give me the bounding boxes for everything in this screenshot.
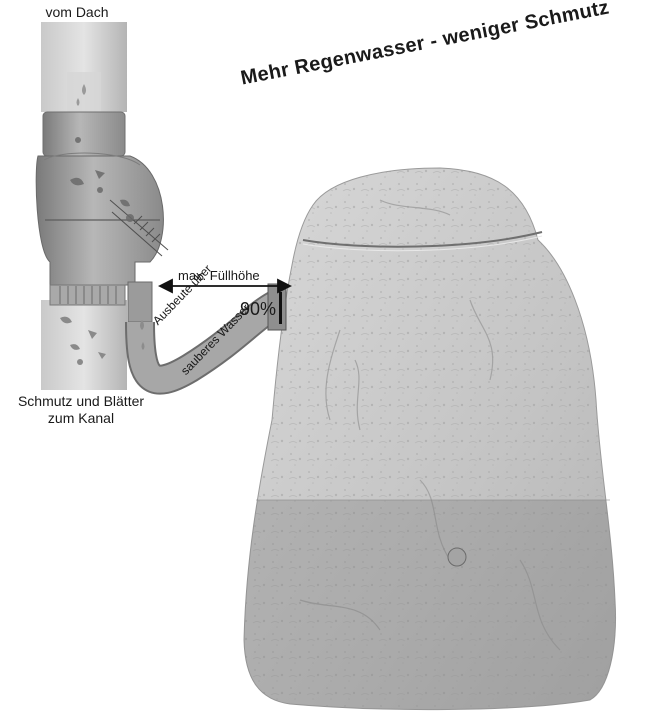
rock-tank bbox=[240, 168, 620, 718]
hose bbox=[128, 282, 275, 380]
label-from-roof: vom Dach bbox=[12, 4, 142, 20]
label-dirt-line1: Schmutz und Blätter bbox=[6, 393, 156, 410]
label-dirt-to-sewer: Schmutz und Blätter zum Kanal bbox=[6, 393, 156, 427]
label-dirt-line2: zum Kanal bbox=[6, 410, 156, 427]
rain-filter bbox=[36, 112, 168, 305]
